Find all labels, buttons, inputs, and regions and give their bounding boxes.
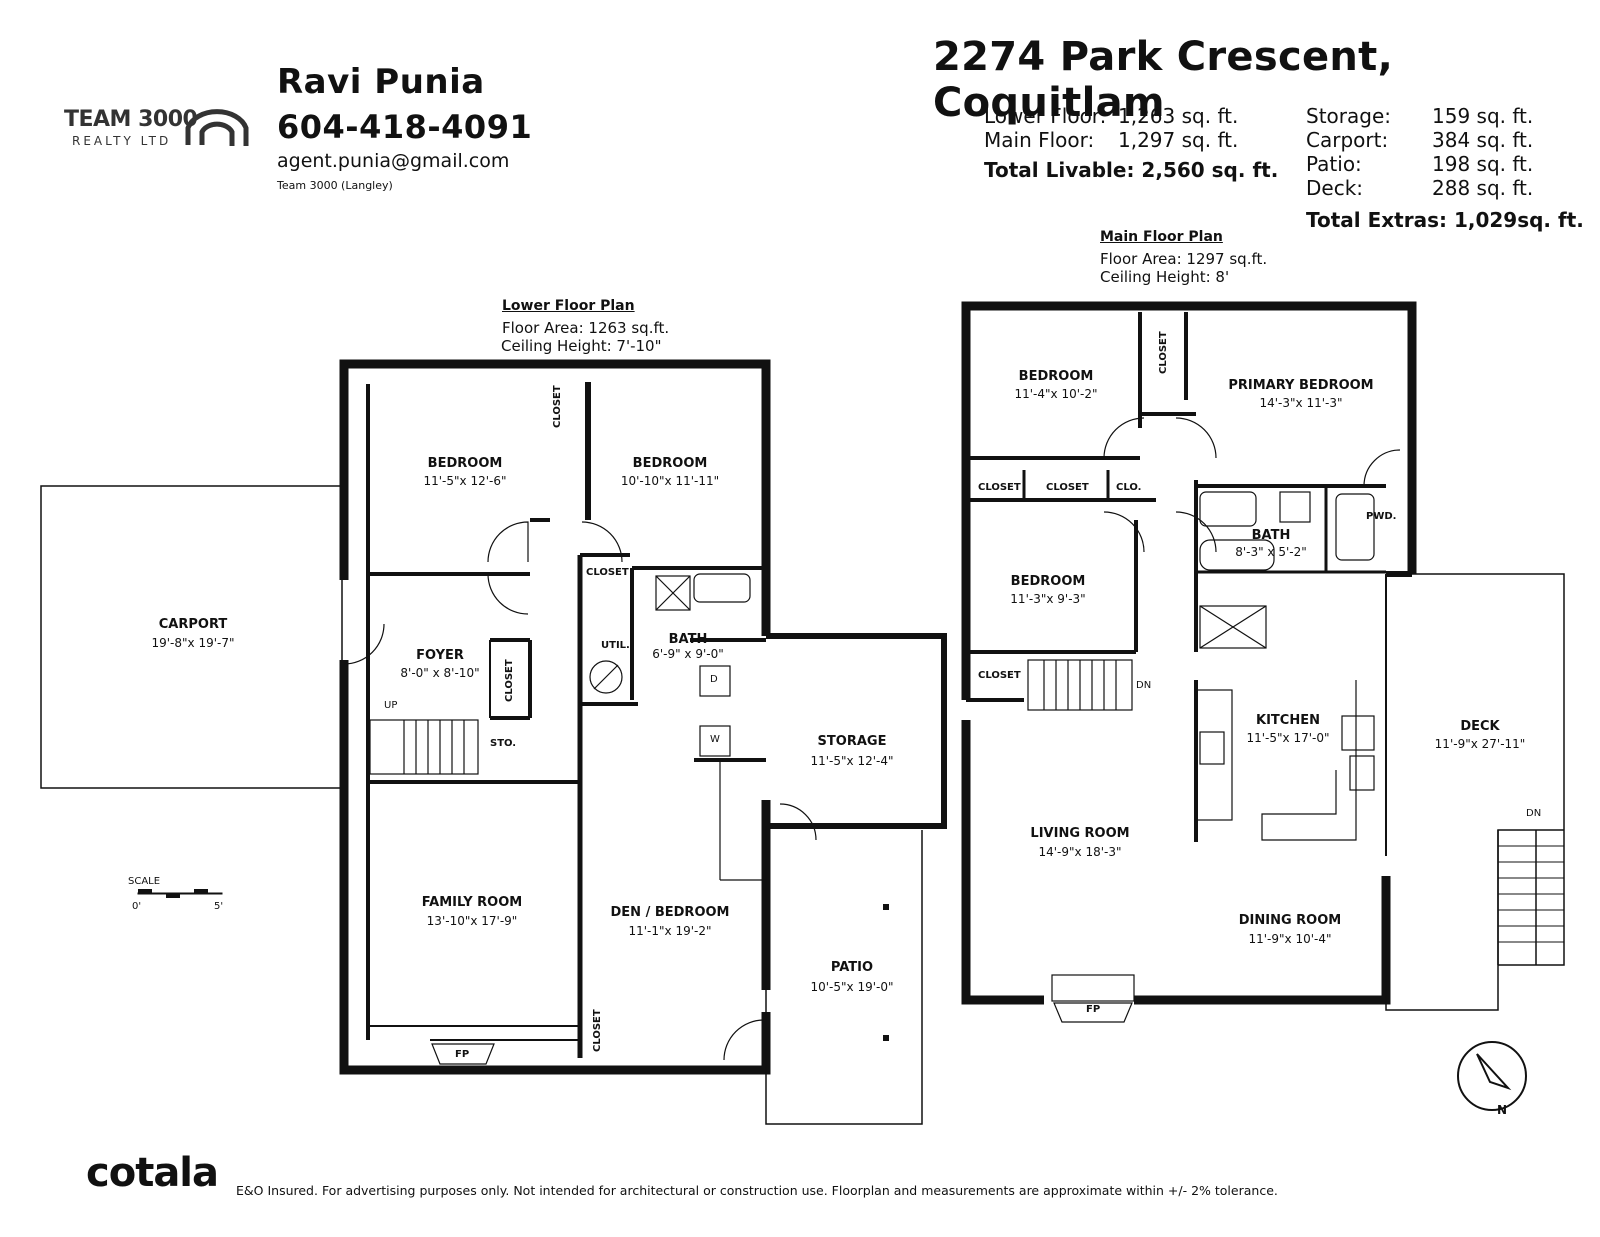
sto-label: STO.	[490, 738, 517, 749]
lower-up-label: UP	[384, 700, 398, 711]
dryer-label: D	[710, 674, 718, 685]
scale-start: 0'	[132, 901, 142, 912]
agent-name: Ravi Punia	[277, 62, 485, 102]
kitchen-dim: 11'-5"x 17'-0"	[1246, 731, 1330, 745]
dining-room-dim: 11'-9"x 10'-4"	[1248, 932, 1332, 946]
main-closet-1-label: CLOSET	[1158, 331, 1169, 374]
main-bedroom-1-name: BEDROOM	[1018, 369, 1094, 384]
foyer-dim: 8'-0" x 8'-10"	[400, 666, 480, 680]
lower-bath-dim: 6'-9" x 9'-0"	[652, 647, 724, 661]
deck-name: DECK	[1460, 719, 1500, 734]
main-fixtures	[1051, 417, 1401, 1023]
main-floor-area-value: 1,297 sq. ft.	[1118, 128, 1239, 152]
main-closet-4-label: CLOSET	[978, 670, 1021, 681]
total-livable: Total Livable: 2,560 sq. ft.	[984, 158, 1279, 182]
brokerage-logo: TEAM 3000	[64, 107, 198, 132]
lower-bedroom-1-dim: 11'-5"x 12'-6"	[423, 474, 507, 488]
main-clo-label: CLO.	[1116, 482, 1142, 493]
agent-phone[interactable]: 604-418-4091	[277, 108, 533, 146]
lower-closet-3-label: CLOSET	[504, 659, 515, 702]
deck-area-label: Deck:	[1306, 176, 1364, 200]
deck-dim: 11'-9"x 27'-11"	[1434, 737, 1526, 751]
total-extras: Total Extras: 1,029sq. ft.	[1306, 208, 1584, 232]
patio-name: PATIO	[830, 960, 874, 975]
lower-bedroom-2-dim: 10'-10"x 11'-11"	[620, 474, 720, 488]
main-plan-ceiling: Ceiling Height: 8'	[1100, 268, 1230, 286]
util-label: UTIL.	[601, 640, 630, 651]
storage-area-label: Storage:	[1306, 104, 1391, 128]
main-stairs	[1027, 659, 1133, 711]
kitchen-name: KITCHEN	[1256, 713, 1320, 728]
deck-outline	[1385, 573, 1565, 1011]
lower-plan-ceiling: Ceiling Height: 7'-10"	[501, 337, 662, 355]
carport-area-value: 384 sq. ft.	[1432, 128, 1534, 152]
lower-door-swings	[343, 521, 817, 1065]
family-room-dim: 13'-10"x 17'-9"	[426, 914, 518, 928]
main-bedroom-1-dim: 11'-4"x 10'-2"	[1014, 387, 1098, 401]
carport-area-label: Carport:	[1306, 128, 1389, 152]
cotala-logo: cotala	[86, 1150, 219, 1196]
storage-name: STORAGE	[817, 734, 887, 749]
main-plan-area: Floor Area: 1297 sq.ft.	[1100, 250, 1268, 268]
main-bedroom-2-dim: 11'-3"x 9'-3"	[1010, 592, 1086, 606]
washer-label: W	[710, 734, 720, 745]
living-room-dim: 14'-9"x 18'-3"	[1038, 845, 1122, 859]
main-fireplace-label: FP	[1086, 1004, 1101, 1015]
patio-area-value: 198 sq. ft.	[1432, 152, 1534, 176]
lower-plan-title: Lower Floor Plan	[502, 298, 635, 314]
living-room-name: LIVING ROOM	[1030, 826, 1130, 841]
primary-bedroom-name: PRIMARY BEDROOM	[1228, 378, 1374, 393]
storage-patio	[719, 633, 947, 1125]
carport-dim: 19'-8"x 19'-7"	[151, 636, 235, 650]
main-bath-dim: 8'-3" x 5'-2"	[1235, 545, 1307, 559]
patio-dim: 10'-5"x 19'-0"	[810, 980, 894, 994]
lower-bedroom-1-name: BEDROOM	[427, 456, 503, 471]
deck-area-value: 288 sq. ft.	[1432, 176, 1534, 200]
lower-floor-area-label: Lower Floor:	[984, 104, 1107, 128]
patio-area-label: Patio:	[1306, 152, 1362, 176]
carport-name: CARPORT	[158, 617, 228, 632]
logo-roof-mark	[185, 109, 249, 146]
scale-label: SCALE	[128, 876, 161, 887]
family-room-name: FAMILY ROOM	[421, 895, 523, 910]
agent-email[interactable]: agent.punia@gmail.com	[277, 150, 510, 172]
main-floor-walls	[961, 301, 1417, 1005]
property-address: 2274 Park Crescent, Coquitlam	[933, 34, 1394, 126]
main-stairs-dn-label: DN	[1136, 680, 1152, 691]
main-bath-name: BATH	[1251, 528, 1291, 543]
lower-stairs	[369, 719, 479, 775]
lower-bath-name: BATH	[668, 632, 708, 647]
primary-bedroom-dim: 14'-3"x 11'-3"	[1259, 396, 1343, 410]
storage-area-value: 159 sq. ft.	[1432, 104, 1534, 128]
powder-room-label: PWD.	[1366, 511, 1397, 522]
main-plan-title: Main Floor Plan	[1100, 229, 1223, 245]
lower-closet-2-label: CLOSET	[586, 567, 629, 578]
lower-floor-area-value: 1,263 sq. ft.	[1118, 104, 1239, 128]
foyer-name: FOYER	[416, 648, 464, 663]
main-bedroom-2-name: BEDROOM	[1010, 574, 1086, 589]
scale-end: 5'	[214, 901, 224, 912]
den-bedroom-name: DEN / BEDROOM	[610, 905, 730, 920]
lower-closet-1-label: CLOSET	[552, 385, 563, 428]
lower-fireplace-label: FP	[455, 1049, 470, 1060]
lower-plan-area: Floor Area: 1263 sq.ft.	[502, 319, 670, 337]
main-closet-2-label: CLOSET	[978, 482, 1021, 493]
main-floor-area-label: Main Floor:	[984, 128, 1095, 152]
lower-bedroom-2-name: BEDROOM	[632, 456, 708, 471]
disclaimer-text: E&O Insured. For advertising purposes on…	[236, 1183, 1278, 1198]
deck-stairs	[1498, 845, 1564, 943]
dining-room-name: DINING ROOM	[1238, 913, 1342, 928]
storage-dim: 11'-5"x 12'-4"	[810, 754, 894, 768]
carport-outline	[40, 485, 343, 789]
compass-rose	[1457, 1041, 1527, 1111]
deck-stairs-dn-label: DN	[1526, 808, 1542, 819]
compass-north-label: N	[1497, 1103, 1508, 1117]
main-closet-3-label: CLOSET	[1046, 482, 1089, 493]
scale-bar	[137, 889, 223, 898]
den-bedroom-dim: 11'-1"x 19'-2"	[628, 924, 712, 938]
brokerage-logo-subtitle: REALTY LTD	[72, 134, 172, 148]
lower-closet-4-label: CLOSET	[592, 1009, 603, 1052]
agent-office: Team 3000 (Langley)	[277, 179, 393, 192]
